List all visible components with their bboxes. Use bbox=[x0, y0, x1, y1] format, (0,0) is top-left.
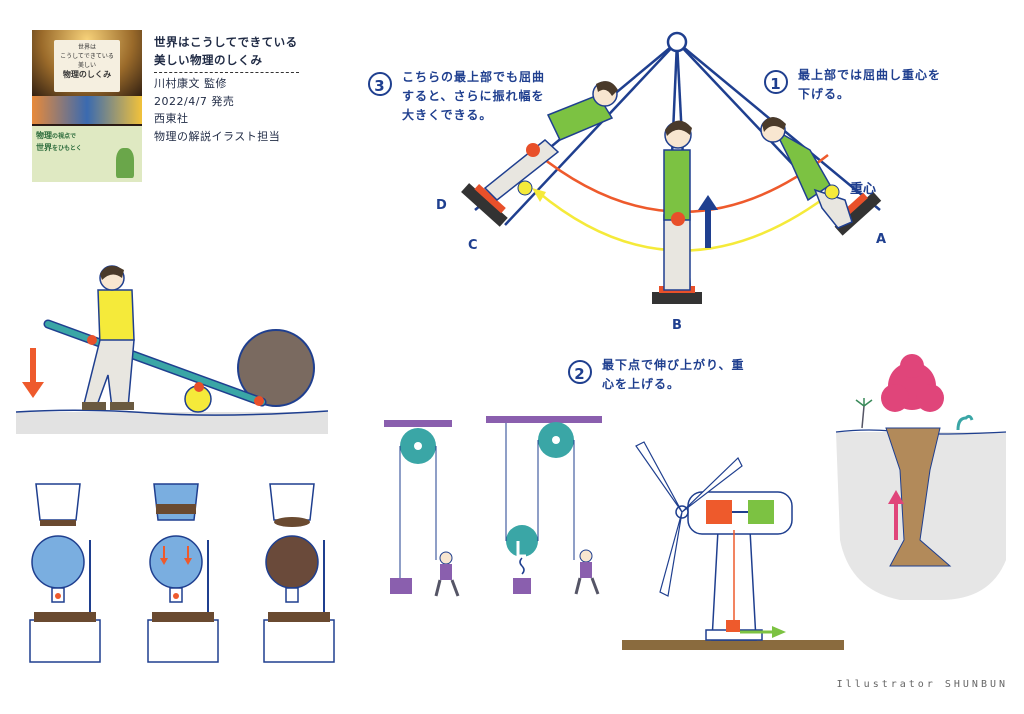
cover-band-4: をひもとく bbox=[52, 145, 82, 152]
cover-title-line1: 世界は bbox=[77, 44, 96, 51]
pulley-illustrations bbox=[384, 416, 602, 597]
cover-band-2: の視点で bbox=[52, 133, 77, 140]
note-1-line-1: 最上部では屈曲し重心を bbox=[798, 68, 942, 82]
book-title-1: 世界はこうしてできている bbox=[154, 35, 298, 49]
note-2-line-2: 心を上げる。 bbox=[602, 377, 681, 391]
label-b: B bbox=[672, 318, 682, 333]
book-info: 世界はこうしてできている 美しい物理のしくみ 川村康文 監修 2022/4/7 … bbox=[154, 34, 304, 145]
note-3-number: 3 bbox=[368, 72, 392, 96]
cover-band-3: 世界 bbox=[36, 143, 52, 152]
note-3: 3 こちらの最上部でも屈曲 すると、さらに振れ幅を 大きくできる。 bbox=[368, 68, 545, 125]
note-2-number: 2 bbox=[568, 360, 592, 384]
label-c: C bbox=[468, 238, 478, 253]
book-publisher: 西東社 bbox=[154, 112, 189, 125]
down-arrow-icon bbox=[22, 382, 44, 398]
up-arrow-icon bbox=[888, 490, 904, 504]
label-a: A bbox=[876, 232, 887, 247]
cover-title-big: 物理のしくみ bbox=[62, 70, 112, 79]
book-date: 2022/4/7 発売 bbox=[154, 94, 235, 108]
center-of-gravity-b bbox=[671, 212, 685, 226]
illustrator-credit: Illustrator SHUNBUN bbox=[836, 679, 1008, 690]
note-1-number: 1 bbox=[764, 70, 788, 94]
note-1-line-2: 下げる。 bbox=[798, 87, 851, 101]
book-cover: 世界は こうしてできている 美しい 物理のしくみ 物理の視点で 世界をひもとく bbox=[32, 30, 142, 182]
note-2: 2 最下点で伸び上がり、重 心を上げる。 bbox=[568, 356, 745, 394]
label-d: D bbox=[436, 198, 447, 213]
cover-band-1: 物理 bbox=[36, 131, 52, 140]
volcano-illustration bbox=[835, 354, 1007, 600]
book-supervisor: 川村康文 監修 bbox=[154, 77, 227, 90]
note-1: 1 最上部では屈曲し重心を 下げる。 bbox=[764, 66, 941, 104]
divider bbox=[154, 72, 299, 73]
cover-subtitle: 美しい bbox=[77, 62, 96, 69]
note-3-line-1: こちらの最上部でも屈曲 bbox=[402, 70, 546, 84]
cover-title-line2: こうしてできている bbox=[60, 53, 114, 60]
note-3-line-3: 大きくできる。 bbox=[402, 108, 493, 122]
seat-b bbox=[652, 292, 702, 304]
lever-illustration bbox=[15, 265, 329, 434]
up-arrow-icon bbox=[698, 195, 718, 210]
swing-illustration bbox=[461, 31, 882, 304]
book-role: 物理の解説イラスト担当 bbox=[154, 129, 281, 143]
pivot-icon bbox=[666, 31, 688, 53]
book-title-2: 美しい物理のしくみ bbox=[154, 52, 263, 67]
wind-turbine-illustration bbox=[622, 441, 844, 650]
siphon-illustrations bbox=[29, 483, 335, 663]
label-center-of-gravity: 重心 bbox=[850, 182, 877, 197]
note-2-line-1: 最下点で伸び上がり、重 bbox=[602, 358, 745, 372]
note-3-line-2: すると、さらに振れ幅を bbox=[402, 89, 545, 103]
